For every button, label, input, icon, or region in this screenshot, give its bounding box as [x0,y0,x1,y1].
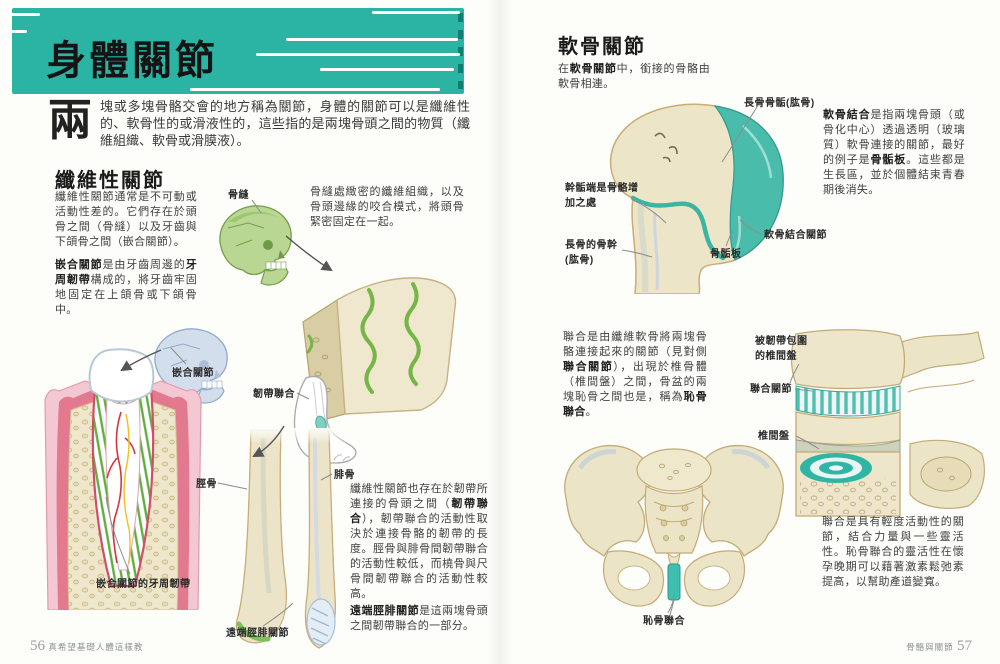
text-run: 中，銜接的骨骼由軟骨相連。 [558,63,711,90]
syndesmosis-paragraph: 纖維性關節也存在於韌帶所連接的骨頭之間（韌帶聯合），韌帶聯合的活動性取決於連接骨… [350,482,488,602]
book-title: 真希望基礎人體這樣教 [48,642,144,652]
pubic-symphysis-label: 恥骨聯合 [643,616,685,627]
metaphysis-label: 幹骺端是骨骼增加之處 [565,183,639,209]
page-number: 57 [957,638,972,654]
bold-term: 韌帶聯合 [350,498,488,525]
gomphosis-label: 嵌合關節 [172,368,214,379]
text-run: 纖維性關節也存在於韌帶所連接的骨頭之間（ [350,483,488,510]
syndesmosis-label: 韌帶聯合 [253,389,295,400]
footer-right: 骨骼與關節 57 [870,638,972,655]
tibia-label: 脛骨 [196,479,217,490]
text-run: 纖維性關節通常是不可動或活動性差的。它們存在於頭骨之間（骨縫）以及牙齒與下頜骨之… [55,191,197,248]
fibrous-paragraph: 纖維性關節通常是不可動或活動性差的。它們存在於頭骨之間（骨縫）以及牙齒與下頜骨之… [55,190,197,250]
banner-line [190,88,440,91]
text-run: 骨縫處緻密的纖維組織，以及骨頭邊緣的咬合模式，將頭骨緊密固定在一起。 [310,186,464,228]
suture-label: 骨縫 [228,190,249,201]
page-number: 56 [30,638,45,654]
pelvis-illustration [558,438,790,631]
text-run: ），出現於椎骨體（椎間盤）之間，骨盆的兩塊恥骨之間也是，稱為 [563,361,708,403]
text-run: 在 [558,63,570,75]
drop-cap: 兩 [48,96,92,145]
bold-term: 恥骨聯合 [563,391,708,418]
distal-tibfib-paragraph: 遠端脛腓關節是這兩塊骨頭之間韌帶聯合的一部分。 [350,604,488,634]
ivd-label: 椎間盤 [758,431,790,442]
growth-plate-label: 骨骺板 [710,249,742,260]
tooth-pdl-illustration [33,348,215,615]
symphysis-mobility-paragraph: 聯合是具有輕度活動性的關節，結合力量與一些靈活性。恥骨聯合的靈活性在懷孕晚期可以… [822,515,964,590]
pdl-label: 嵌合關節的牙周韌帶 [96,579,191,590]
symphysis-joint-label: 聯合關節 [750,384,792,395]
bold-term: 軟骨關節 [569,63,617,75]
distal-tibfib-label: 遠端脛腓關節 [226,628,289,639]
vertebrae-symphysis-illustration [778,326,992,523]
footer-left: 56 真希望基礎人體這樣教 [30,638,143,655]
text-run: 。 [585,406,597,418]
cartilaginous-intro: 在軟骨關節中，銜接的骨骼由軟骨相連。 [558,62,710,92]
suture-block-illustration [283,262,465,439]
text-run: 塊或多塊骨骼交會的地方稱為關節，身體的關節可以是纖維性的、軟骨性的或滑液性的，這… [100,99,470,148]
suture-note: 骨縫處緻密的纖維組織，以及骨頭邊緣的咬合模式，將頭骨緊密固定在一起。 [310,185,464,230]
synchondrosis-paragraph: 軟骨結合是指兩塊骨頭（或骨化中心）透過透明（玻璃質）軟骨連接的關節，最好的例子是… [823,108,965,198]
tibia-fibula-illustration [223,428,351,659]
title-banner: 身體關節 [12,8,464,94]
synchondrosis-label: 軟骨結合關節 [764,230,827,241]
disc-ligament-label: 被韌帶包圍的椎間盤 [755,336,808,362]
bold-term: 嵌合關節 [55,259,103,271]
text-run: 聯合是由纖維軟骨將兩塊骨骼連接起來的關節（見對側 [563,331,707,358]
banner-line [320,68,454,71]
section-heading-fibrous: 纖維性關節 [55,170,165,192]
bold-term: 遠端脛腓關節 [350,605,420,617]
banner-line [0,13,40,16]
banner-line [372,11,460,14]
banner-line [0,30,27,33]
shaft-label: 長骨的骨幹(肱骨) [565,240,618,266]
section-heading-cartilaginous: 軟骨關節 [558,36,646,58]
text-run: 構成的，將牙齒牢固地固定在上頜骨或下頜骨中。 [55,274,198,316]
chapter-title: 骨骼與關節 [906,642,954,652]
text-run: 是這兩塊骨頭之間韌帶聯合的一部分。 [350,605,488,632]
banner-edge-dashes [458,13,463,89]
bold-term: 骨骺板 [870,154,907,166]
banner-line [286,38,458,41]
text-run: 聯合是具有輕度活動性的關節，結合力量與一些靈活性。恥骨聯合的靈活性在懷孕晚期可以… [822,516,964,588]
text-run: ），韌帶聯合的活動性取決於連接骨骼的韌帶的長度。脛骨與腓骨間韌帶聯合的活動性較低… [350,513,488,600]
bold-term: 軟骨結合 [823,109,871,121]
page-gutter [488,0,512,664]
symphysis-paragraph: 聯合是由纖維軟骨將兩塊骨骼連接起來的關節（見對側聯合關節），出現於椎骨體（椎間盤… [563,330,707,420]
intro-paragraph: 兩塊或多塊骨骼交會的地方稱為關節，身體的關節可以是纖維性的、軟骨性的或滑液性的，… [48,98,470,149]
bold-term: 牙周韌帶 [55,259,197,286]
fibula-label: 腓骨 [334,470,355,481]
gomphosis-paragraph: 嵌合關節是由牙齒周邊的牙周韌帶構成的，將牙齒牢固地固定在上頜骨或下頜骨中。 [55,258,197,318]
page-title: 身體關節 [46,39,218,83]
text-run: 是指兩塊骨頭（或骨化中心）透過透明（玻璃質）軟骨連接的關節，最好的例子是 [823,109,965,166]
banner-line [256,53,460,56]
epiphysis-label: 長骨骨骺(肱骨) [744,98,815,109]
skull-gomphosis-illustration [143,322,239,415]
text-run: 是由牙齒周邊的 [102,259,186,271]
text-run: 。這些都是生長區，並於個體結束青春期後消失。 [823,154,966,196]
bold-term: 聯合關節 [563,361,614,373]
